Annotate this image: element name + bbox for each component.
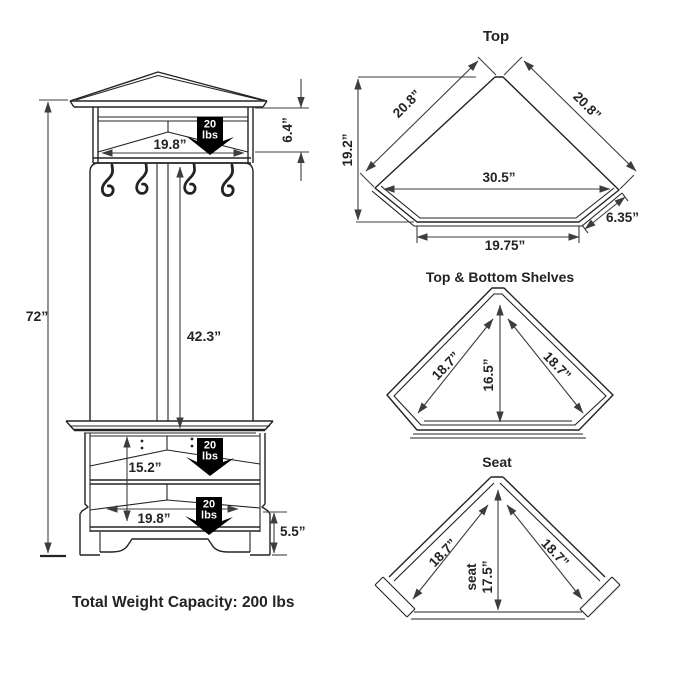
top-cap-edge-band (69, 100, 268, 108)
dim-label-top-side-right: 20.8” (570, 89, 604, 123)
badge-weight-unit: lbs (202, 130, 218, 142)
front-view: 72” 19.8” 6.4” 42.3” 15.2” 19.8” 5.5” 20… (26, 71, 309, 558)
seat-front-band (411, 611, 585, 620)
badge-weight-value: 20 (203, 499, 215, 511)
dim-label-seat-side-left: 18.7” (426, 536, 460, 570)
dim-label-top-depth: 19.2” (340, 133, 355, 166)
dim-label-seat-word: seat (464, 563, 479, 591)
top-molding-outer (371, 190, 623, 227)
apron-arch (100, 538, 250, 553)
coat-hook-3 (183, 162, 197, 195)
dim-tick (359, 172, 375, 188)
shelves-view: Top & Bottom Shelves 16.5” 18.7” 18.7” (386, 269, 614, 439)
seat-view: Seat seat 17.5” 18.7” 18.7” (374, 454, 621, 620)
dim-label-top-chamfer: 6.35” (606, 210, 639, 225)
dim-tick (581, 224, 589, 234)
dim-label-seat-depth: 17.5” (480, 560, 495, 593)
dim-line-seat-side-right (506, 504, 583, 600)
view-title-shelves: Top & Bottom Shelves (426, 269, 575, 285)
cabinet-lower-corner-shelf (89, 484, 261, 511)
hutch-stiles (92, 107, 254, 163)
coat-hook-1 (100, 163, 115, 197)
top-molding-inner (380, 185, 615, 219)
coat-hook-2 (135, 162, 149, 195)
dim-line-seat-side-left (412, 504, 489, 600)
peg-hole-dot (140, 446, 144, 450)
dim-label-top-side-left: 20.8” (390, 87, 424, 121)
dim-line-top-side-right (523, 60, 637, 172)
top-cap-inner-line (75, 74, 262, 101)
dim-label-overall-height: 72” (26, 308, 49, 324)
cabinet-inner-stiles (89, 433, 261, 532)
dim-line-top-side-left (365, 60, 479, 172)
peg-hole-dot (140, 439, 144, 443)
dim-label-shelf-depth: 16.5” (481, 358, 496, 391)
weight-capacity-badge: 20 lbs (186, 117, 234, 155)
dim-line-shelf-side-right (507, 318, 584, 414)
seat-outline (388, 476, 606, 578)
seat-end-cap-right (579, 576, 621, 618)
cabinet-side-legs (79, 433, 271, 556)
badge-weight-unit: lbs (202, 451, 218, 463)
seat-end-cap-left (374, 576, 416, 618)
view-title-top: Top (483, 28, 509, 45)
peg-hole-dot (190, 444, 194, 448)
top-outline (374, 76, 620, 223)
top-view: Top 19.2” 20.8” 20.8” 30.5” 6.35” 19.75” (340, 28, 639, 253)
dim-label-hutch-opening-height: 6.4” (280, 117, 295, 143)
leg-inner-edges (99, 532, 251, 552)
dim-label-top-inner-width: 30.5” (482, 170, 515, 185)
dim-line-top-chamfer (584, 196, 626, 230)
cabinet-bottom-band (90, 526, 260, 532)
dim-label-hutch-shelf-width: 19.8” (153, 137, 186, 152)
down-arrow-icon (186, 438, 234, 476)
peg-hole-dot (190, 437, 194, 441)
dim-tick (621, 192, 629, 202)
dim-tick (503, 56, 523, 76)
dim-label-bottom-shelf-width: 19.8” (137, 511, 170, 526)
view-title-seat: Seat (482, 454, 512, 470)
shelf-outline (386, 287, 614, 431)
top-cap-outline (69, 71, 268, 102)
coat-hook-4 (220, 163, 235, 197)
hutch-underside-lines (98, 116, 248, 122)
weight-capacity-badge: 20 lbs (186, 438, 234, 476)
dim-label-shelf-spacing: 15.2” (128, 460, 161, 475)
dim-label-base-height: 5.5” (280, 524, 306, 539)
badge-weight-unit: lbs (201, 510, 217, 522)
hutch-bottom-band (93, 157, 251, 164)
total-weight-capacity-text: Total Weight Capacity: 200 lbs (72, 594, 295, 611)
down-arrow-icon (185, 497, 233, 535)
shelf-outline-inner (393, 293, 607, 426)
dim-tick (477, 56, 497, 76)
cabinet-middle-shelf-band (90, 479, 260, 485)
dim-tick (619, 174, 635, 190)
dim-label-top-front-width: 19.75” (485, 238, 526, 253)
back-panel-outline (89, 162, 254, 421)
cabinet-upper-corner-shelf (89, 436, 261, 467)
dim-line-shelf-side-left (417, 318, 494, 414)
back-panel-corner-seam (156, 163, 169, 421)
down-arrow-icon (186, 117, 234, 155)
badge-weight-value: 20 (204, 440, 216, 452)
seat-outline-inner (393, 482, 601, 582)
weight-capacity-badge: 20 lbs (185, 497, 233, 535)
badge-weight-value: 20 (204, 119, 216, 131)
dim-label-back-panel-height: 42.3” (187, 328, 221, 344)
